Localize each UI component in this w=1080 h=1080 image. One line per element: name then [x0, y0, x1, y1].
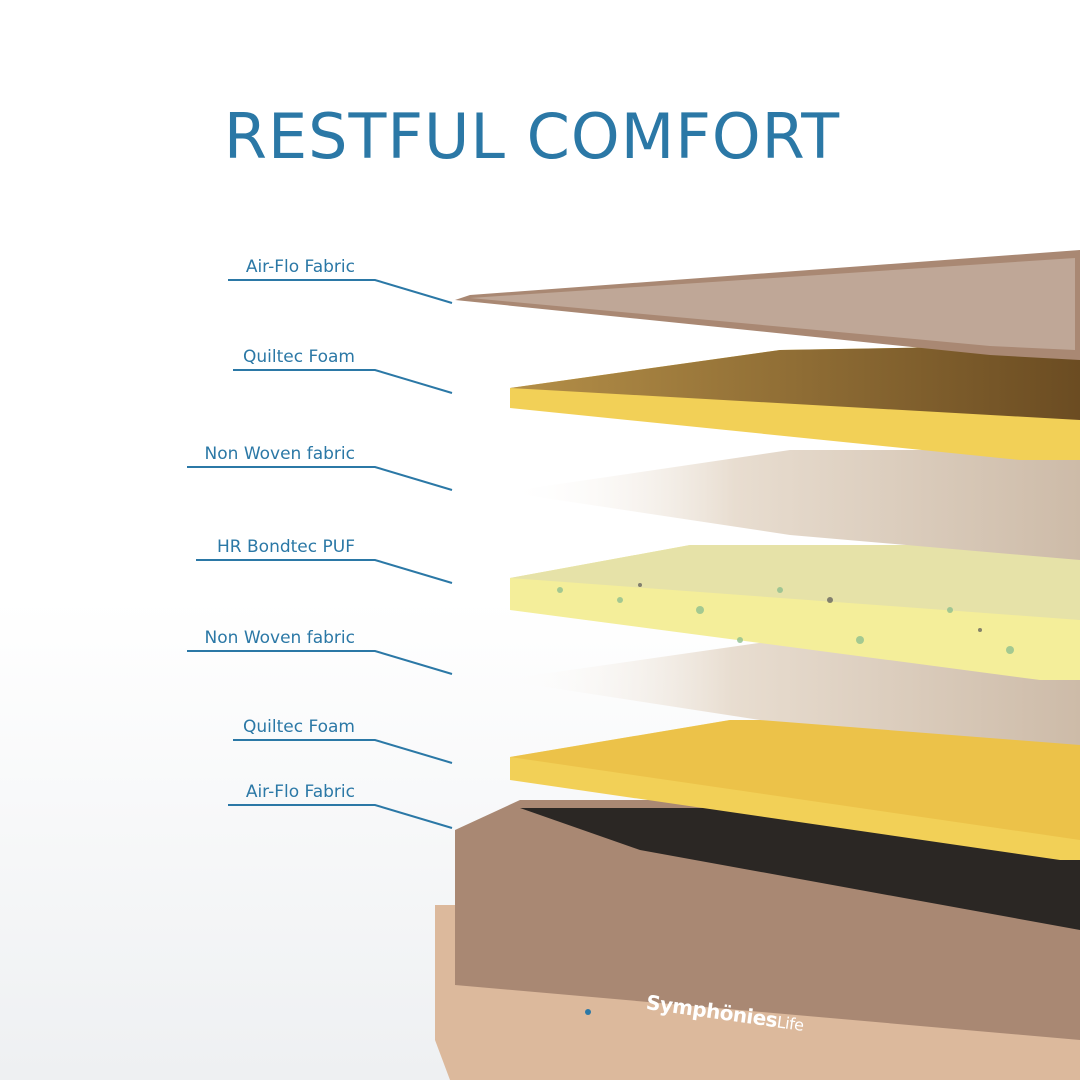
label-nonwoven-top: Non Woven fabric [204, 444, 355, 464]
label-hr-bondtec: HR Bondtec PUF [217, 537, 355, 557]
label-quiltec-bottom: Quiltec Foam [242, 717, 355, 737]
label-nonwoven-bottom: Non Woven fabric [204, 628, 355, 648]
layer-nonwoven-top [505, 450, 1080, 560]
label-quiltec-top: Quiltec Foam [242, 347, 355, 367]
label-airflo-bottom: Air-Flo Fabric [245, 782, 355, 802]
layer-nonwoven-bottom [500, 640, 1080, 745]
brand-suffix: Life [775, 1012, 805, 1035]
page-title: RESTFUL COMFORT [223, 100, 841, 173]
label-airflo-top: Air-Flo Fabric [245, 257, 355, 277]
leader-lines [187, 279, 453, 829]
